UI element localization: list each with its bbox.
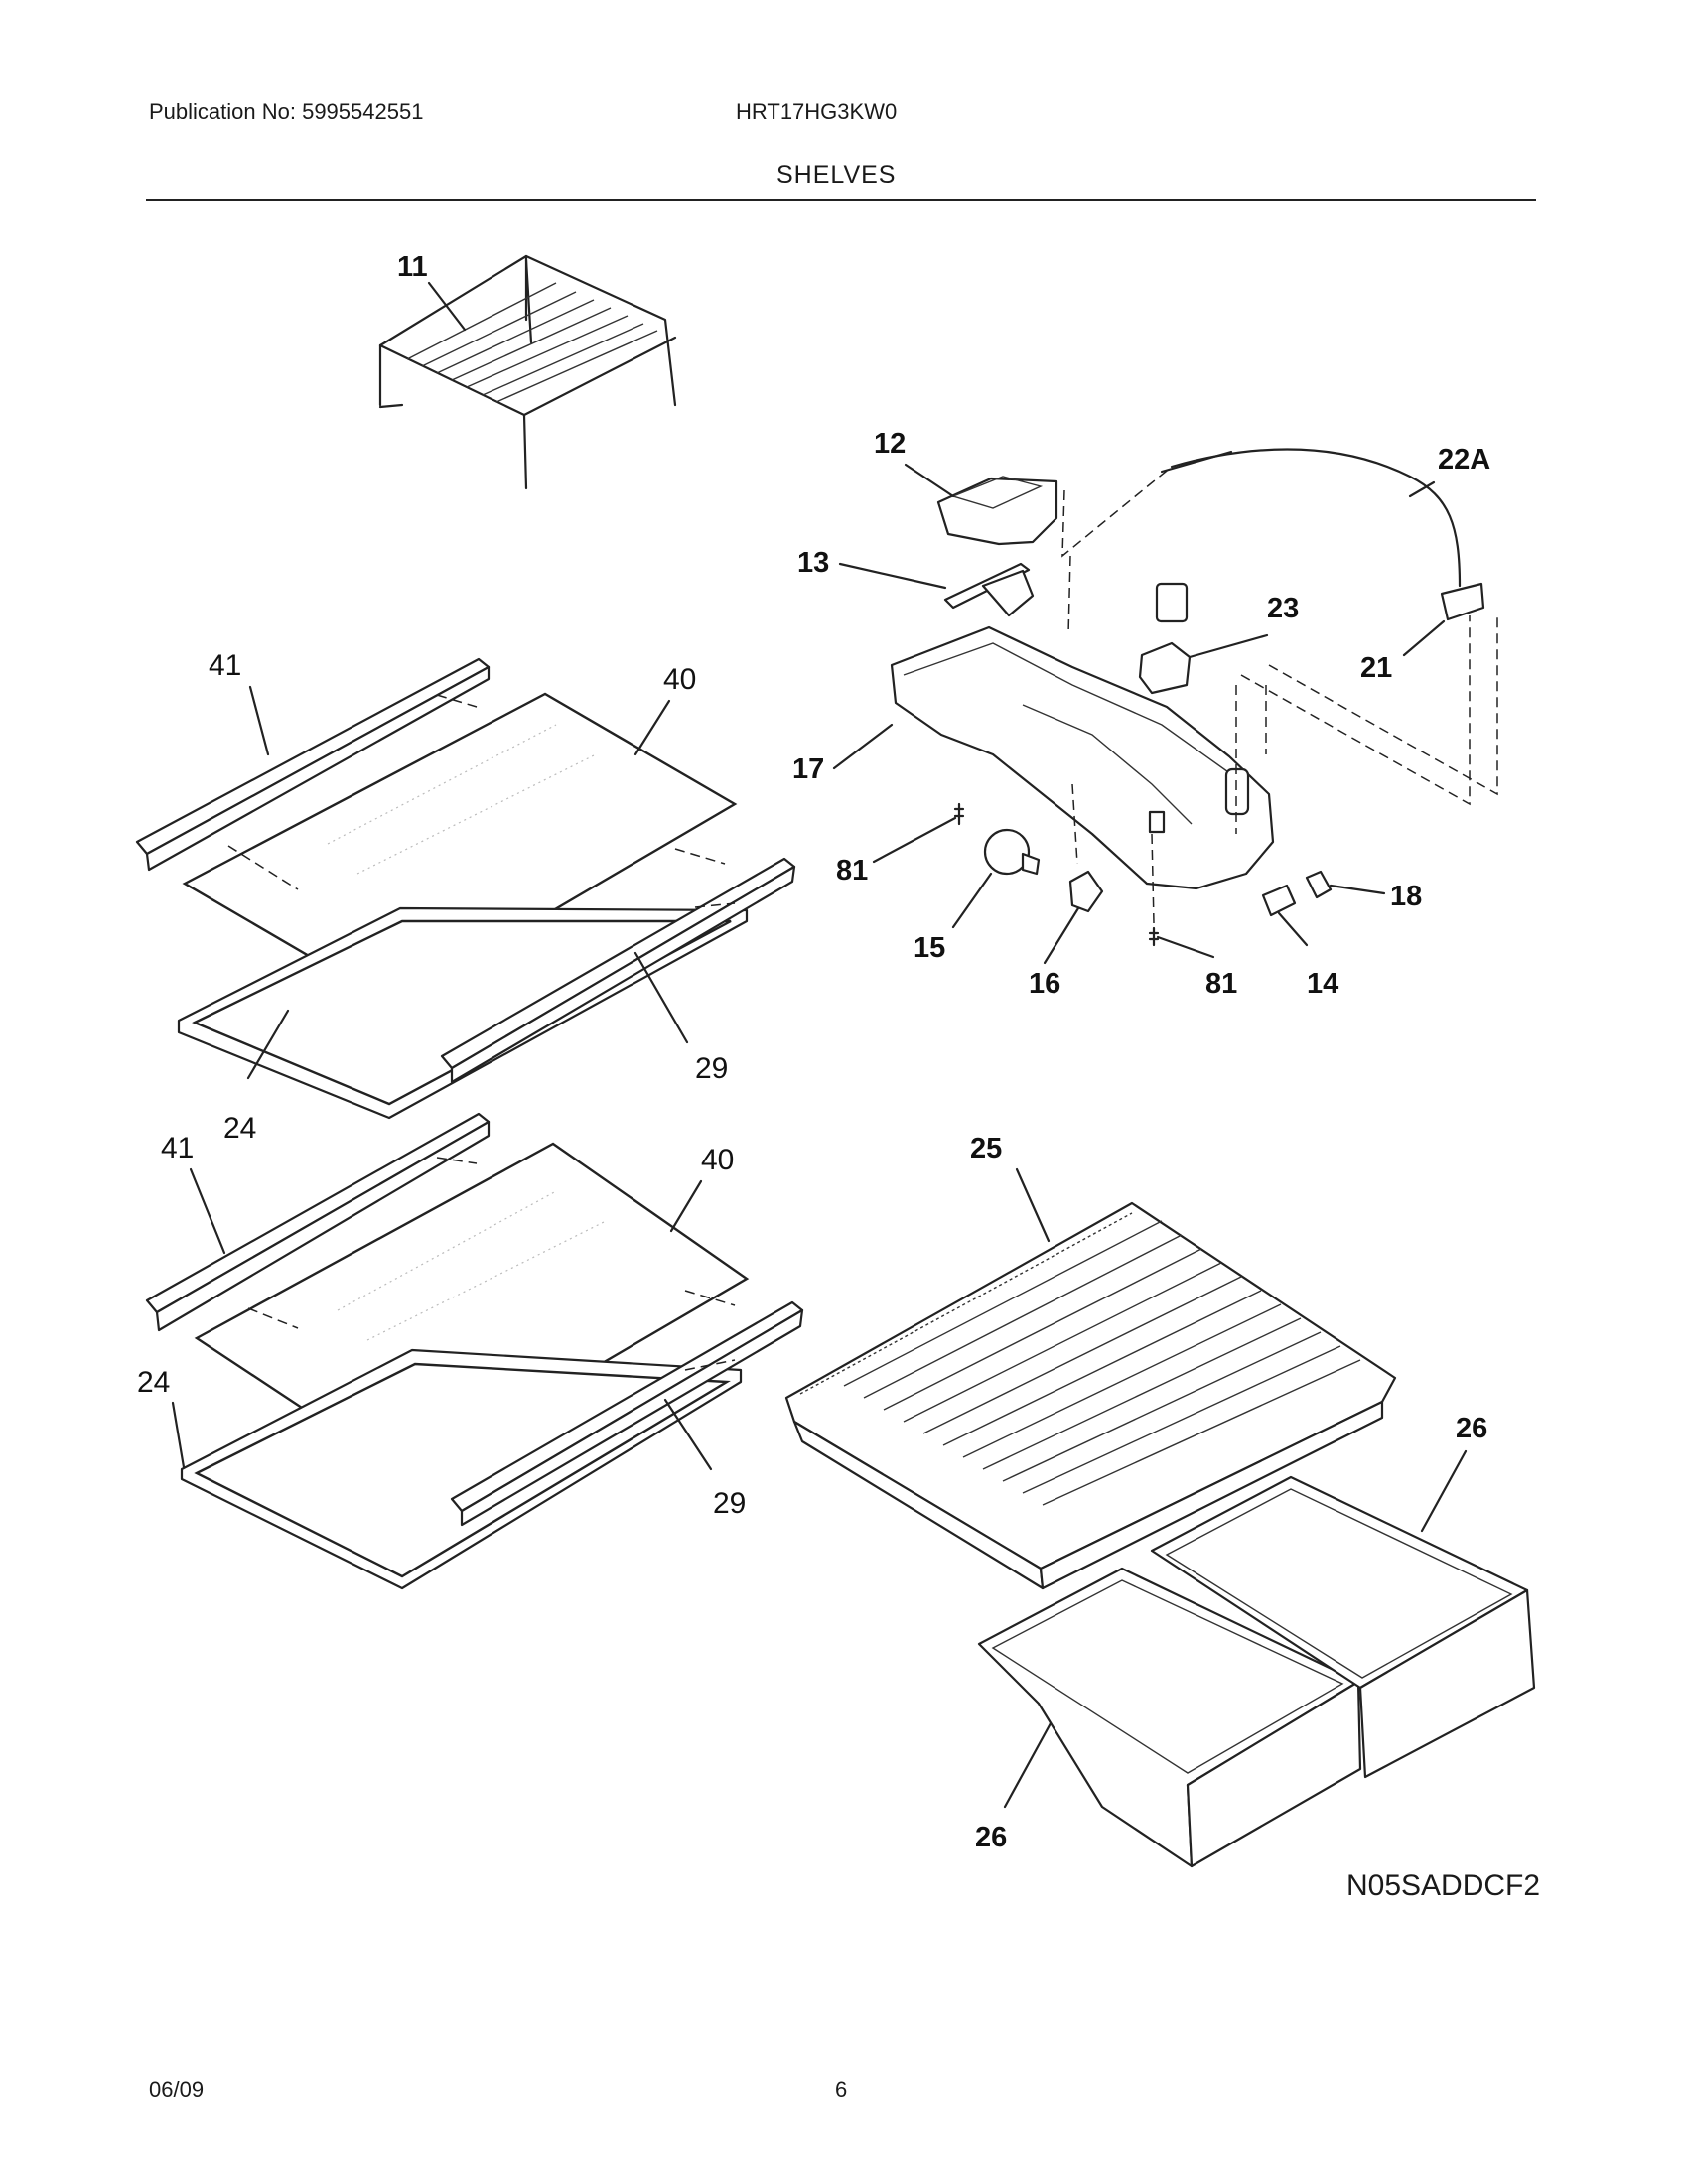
callout-29-upper: 29 xyxy=(695,1052,728,1085)
crisper-drawer-part-26-right xyxy=(1150,1475,1536,1779)
callout-13: 13 xyxy=(797,547,829,579)
footer-date: 06/09 xyxy=(149,2077,205,2102)
callout-26-left: 26 xyxy=(975,1822,1007,1853)
diagram-code: N05SADDCF2 xyxy=(1346,1869,1541,1902)
glass-shelf-assembly-upper xyxy=(135,657,796,1120)
page-number: 6 xyxy=(835,2077,848,2102)
callout-40-upper: 40 xyxy=(663,663,696,696)
glass-shelf-assembly-lower xyxy=(145,1112,804,1590)
callout-81-left: 81 xyxy=(836,855,868,887)
callout-18: 18 xyxy=(1390,881,1422,912)
callout-21: 21 xyxy=(1360,652,1392,684)
callout-17: 17 xyxy=(792,753,824,785)
callout-29-lower: 29 xyxy=(713,1487,746,1520)
callout-25: 25 xyxy=(970,1133,1002,1164)
model-number: HRT17HG3KW0 xyxy=(736,99,898,124)
callout-24-lower: 24 xyxy=(137,1366,170,1399)
callout-12: 12 xyxy=(874,428,906,460)
callout-41-lower: 41 xyxy=(161,1132,194,1164)
crisper-drawer-part-26-left xyxy=(977,1567,1362,1868)
callout-81-right: 81 xyxy=(1205,968,1237,1000)
crisper-cover-part-25 xyxy=(784,1201,1397,1590)
callout-41-upper: 41 xyxy=(209,649,241,682)
callout-23: 23 xyxy=(1267,593,1299,624)
callout-22a: 22A xyxy=(1438,444,1490,476)
section-title: SHELVES xyxy=(776,161,897,189)
callout-15: 15 xyxy=(914,932,945,964)
callout-26-right: 26 xyxy=(1456,1413,1487,1444)
wire-shelf-part-11 xyxy=(378,254,677,490)
callout-14: 14 xyxy=(1307,968,1338,1000)
callout-16: 16 xyxy=(1029,968,1060,1000)
light-housing-assembly xyxy=(890,448,1498,947)
callout-40-lower: 40 xyxy=(701,1144,734,1176)
publication-number: Publication No: 5995542551 xyxy=(149,99,424,124)
callout-24-upper: 24 xyxy=(223,1112,256,1145)
header-divider xyxy=(146,199,1536,201)
callout-leaders xyxy=(171,281,1468,1809)
callout-11: 11 xyxy=(397,251,428,283)
